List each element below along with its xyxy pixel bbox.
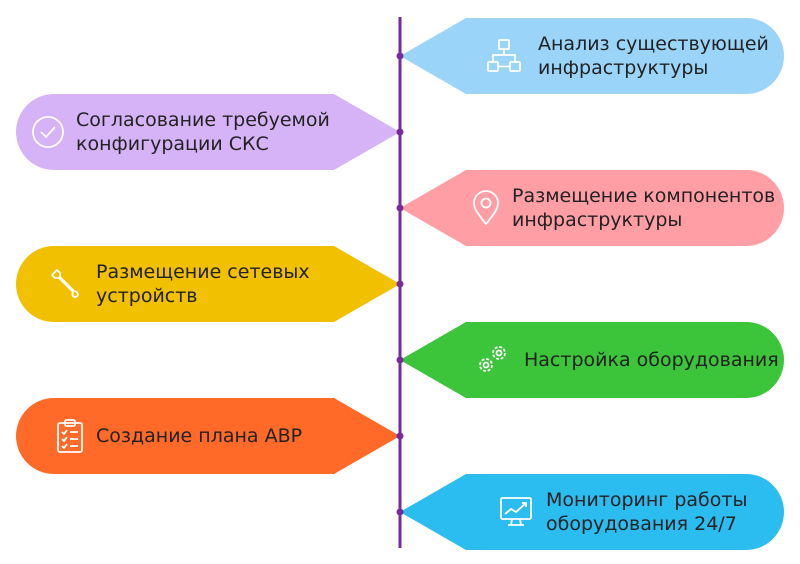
step-shape xyxy=(396,170,784,246)
step-shape xyxy=(396,322,784,398)
clipboard-icon xyxy=(57,419,83,453)
step-shape xyxy=(16,398,404,474)
step-avr-plan: Создание плана АВР xyxy=(16,398,404,474)
step-network-devices: Размещение сетевых устройств xyxy=(16,246,404,322)
step-label: Настройка оборудования xyxy=(524,349,779,371)
step-shape xyxy=(396,474,784,550)
step-label: Создание плана АВР xyxy=(96,425,303,447)
monitor-chart-icon xyxy=(500,497,532,526)
step-configuration: Настройка оборудования xyxy=(396,322,784,398)
step-label: Размещение сетевых устройств xyxy=(96,261,310,307)
gears-icon xyxy=(479,346,506,372)
step-components: Размещение компонентов инфраструктуры xyxy=(396,170,784,246)
step-label: Мониторинг работы оборудования 24/7 xyxy=(546,489,748,535)
step-shape xyxy=(396,18,784,94)
step-agreement: Согласование требуемой конфигурации СКС xyxy=(16,94,404,170)
step-analysis: Анализ существующей инфраструктуры xyxy=(396,18,784,94)
map-pin-icon xyxy=(473,190,499,226)
step-label: Согласование требуемой конфигурации СКС xyxy=(76,109,330,155)
step-monitoring: Мониторинг работы оборудования 24/7 xyxy=(396,474,784,550)
wrench-icon xyxy=(51,269,79,298)
step-shape xyxy=(16,94,404,170)
flowchart-icon xyxy=(487,39,521,72)
check-circle-icon xyxy=(32,116,64,148)
step-label: Анализ существующей инфраструктуры xyxy=(538,33,769,79)
step-label: Размещение компонентов инфраструктуры xyxy=(512,185,776,231)
step-shape xyxy=(16,246,404,322)
